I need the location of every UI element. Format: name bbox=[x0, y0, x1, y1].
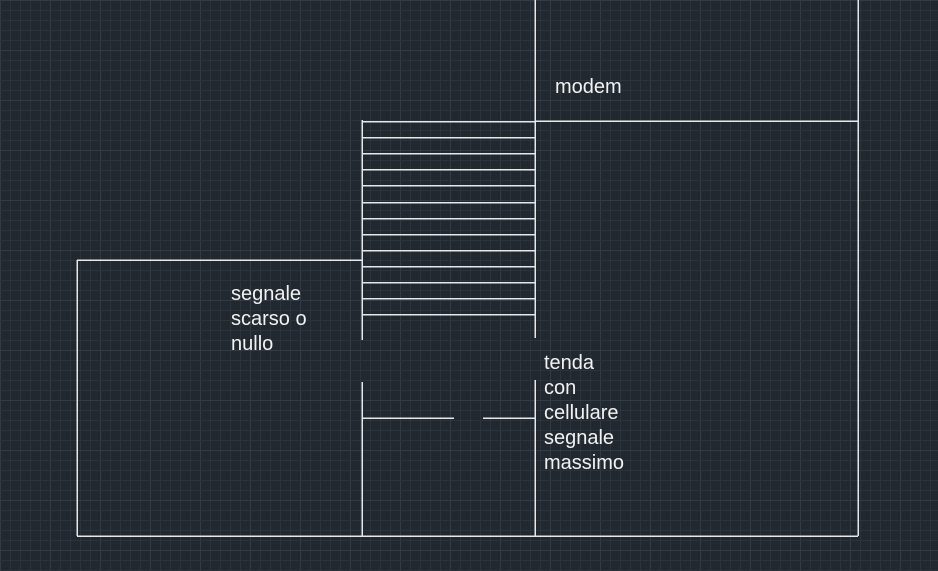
label-weak-signal-line-2: scarso o bbox=[231, 308, 307, 330]
label-weak-signal-line-3: nullo bbox=[231, 333, 274, 355]
label-strong-signal-line-1: tenda bbox=[544, 352, 595, 374]
label-strong-signal-line-3: cellulare bbox=[544, 402, 619, 424]
label-strong-signal-line-4: segnale bbox=[544, 427, 615, 449]
floor-plan bbox=[76, 0, 859, 537]
label-strong-signal: tenda con cellulare segnale massimo bbox=[544, 351, 624, 476]
label-strong-signal-line-5: massimo bbox=[544, 452, 625, 474]
label-weak-signal: segnale scarso o nullo bbox=[231, 282, 307, 357]
staircase bbox=[362, 120, 535, 316]
label-strong-signal-line-2: con bbox=[544, 377, 577, 399]
label-modem: modem bbox=[555, 76, 622, 98]
label-weak-signal-line-1: segnale bbox=[231, 283, 302, 305]
